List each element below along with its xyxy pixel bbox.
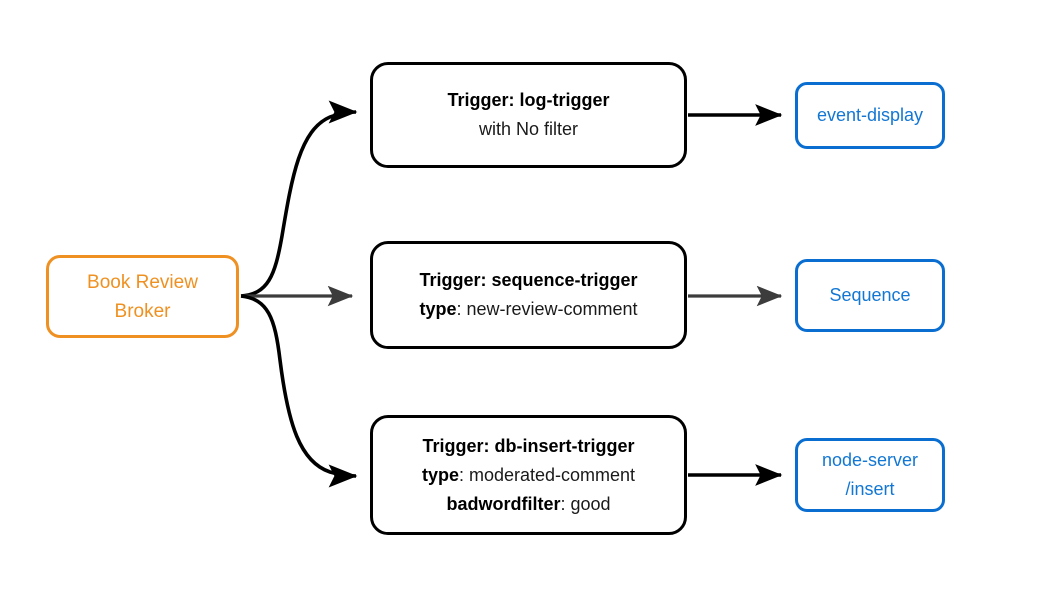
trigger-2-line-2-bold: type bbox=[419, 299, 457, 319]
trigger-1-line-1-bold: Trigger: log-trigger bbox=[447, 90, 610, 110]
trigger-3-line-2-bold: type bbox=[421, 464, 459, 485]
broker-label-line-1: Book Review bbox=[87, 271, 198, 293]
node-sink-event-display[interactable]: event-display bbox=[795, 82, 945, 149]
trigger-3-line-3-rest: : good bbox=[560, 493, 611, 514]
trigger-2-line-1: Trigger: sequence-trigger bbox=[419, 266, 637, 295]
trigger-3-line-3: badwordfilter: good bbox=[446, 490, 610, 519]
trigger-3-line-3-bold: badwordfilter bbox=[446, 493, 561, 514]
edge-broker-to-db-insert-trigger bbox=[240, 294, 358, 488]
trigger-3-line-1-bold: Trigger: db-insert-trigger bbox=[422, 435, 635, 456]
trigger-3-line-2-rest: : moderated-comment bbox=[458, 464, 636, 485]
trigger-2-line-1-bold: Trigger: sequence-trigger bbox=[419, 270, 638, 290]
node-trigger-db-insert-trigger[interactable]: Trigger: db-insert-trigger type: moderat… bbox=[370, 415, 687, 535]
sink-1-line-1: event-display bbox=[816, 105, 924, 125]
sink-2-line-1: Sequence bbox=[829, 285, 911, 305]
node-book-review-broker[interactable]: Book Review Broker bbox=[46, 255, 239, 338]
trigger-2-line-2: type: new-review-comment bbox=[419, 295, 637, 324]
node-sink-sequence[interactable]: Sequence bbox=[795, 259, 945, 332]
trigger-1-line-2-rest: with No filter bbox=[478, 119, 579, 139]
broker-label-line-2: Broker bbox=[114, 300, 171, 322]
trigger-1-line-1: Trigger: log-trigger bbox=[448, 86, 610, 115]
node-trigger-sequence-trigger[interactable]: Trigger: sequence-trigger type: new-revi… bbox=[370, 241, 687, 349]
node-trigger-log-trigger[interactable]: Trigger: log-trigger with No filter bbox=[370, 62, 687, 168]
trigger-3-line-1: Trigger: db-insert-trigger bbox=[422, 432, 634, 461]
sink-3-line-1: node-server bbox=[821, 450, 919, 470]
trigger-1-line-2: with No filter bbox=[479, 115, 578, 144]
trigger-3-line-2: type: moderated-comment bbox=[422, 461, 635, 490]
node-sink-node-server-insert[interactable]: node-server /insert bbox=[795, 438, 945, 512]
sink-3-line-2: /insert bbox=[845, 479, 895, 499]
trigger-2-line-2-rest: : new-review-comment bbox=[456, 299, 638, 319]
edge-broker-to-log-trigger bbox=[240, 100, 358, 298]
